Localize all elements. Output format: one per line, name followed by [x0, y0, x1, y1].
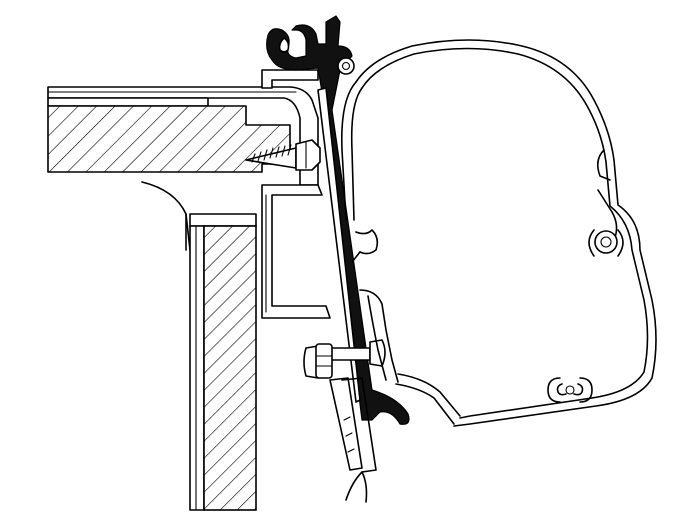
bolt-nut: [315, 343, 333, 379]
housing-lower-arm: [395, 383, 455, 425]
roof-inner-skin: [47, 97, 209, 107]
lower-strip: [329, 377, 363, 471]
awning-housing: [337, 39, 657, 427]
bracket-top-flange: [261, 69, 319, 89]
housing-clip-upper-tail: [351, 251, 361, 263]
strip-teeth: [343, 416, 355, 453]
wood-screw: [245, 139, 321, 171]
wall-curve: [141, 181, 191, 251]
bolt-and-nut: [303, 339, 386, 379]
housing-lower-guide-inner: [367, 295, 387, 381]
housing-rear-wall-inner: [350, 87, 363, 221]
housing-top-pivot: [337, 57, 355, 75]
front-pivot-clip: [588, 229, 624, 257]
roof-panel: [47, 86, 319, 186]
wall-cap: [189, 213, 257, 227]
bottom-c-clip-right: [573, 377, 593, 403]
screw-thread: [251, 144, 292, 163]
bracket-channel: [261, 184, 331, 319]
rail-clip-strip: [317, 87, 377, 503]
rail-hook-hole: [278, 37, 290, 53]
housing-top-pivot-hole: [341, 61, 351, 71]
housing-rear-wall: [340, 81, 357, 221]
lower-strip-edge: [341, 377, 377, 501]
wall-core-hatched: [203, 225, 257, 511]
wall-post: [141, 181, 257, 511]
housing-shell-inner: [361, 47, 649, 419]
front-latch-upper: [596, 149, 611, 181]
housing-lower-guide: [359, 289, 399, 383]
adapter-bracket: [261, 69, 331, 319]
wall-inner-skin: [189, 225, 205, 511]
lower-tail: [361, 471, 368, 503]
housing-lower-arm-inner: [397, 373, 461, 417]
clip-strip-left: [317, 87, 361, 403]
front-pivot: [594, 230, 618, 254]
front-pivot-hole: [600, 236, 612, 248]
roof-core-hatched: [47, 105, 291, 173]
housing-shell-outer: [355, 39, 657, 427]
bottom-c-clip-left: [547, 377, 567, 403]
screw-head: [295, 139, 321, 171]
housing-clip-upper: [355, 229, 379, 255]
bottom-c-clip-center: [565, 385, 575, 395]
